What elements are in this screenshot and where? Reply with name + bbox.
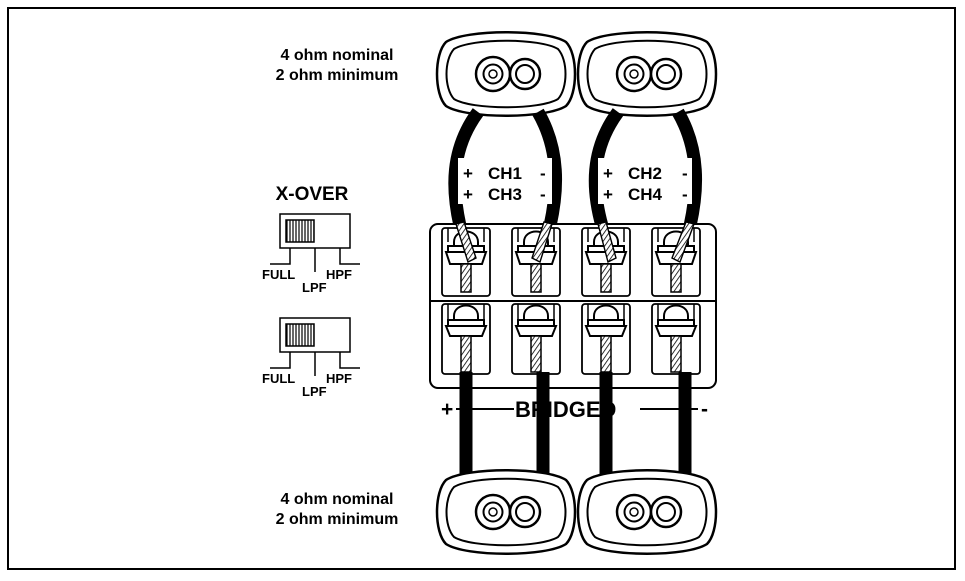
speaker-bottom-right bbox=[576, 469, 718, 555]
speaker-bottom-left bbox=[435, 469, 577, 555]
bridged-label: + BRIDGED - bbox=[441, 397, 708, 422]
cables-top bbox=[448, 108, 702, 228]
switch2-full: FULL bbox=[262, 371, 295, 386]
speaker-top-left bbox=[435, 31, 577, 117]
impedance-labels: 4 ohm nominal 2 ohm minimum 4 ohm nomina… bbox=[276, 47, 399, 528]
speaker-top-right bbox=[576, 31, 718, 117]
xover-switch-1[interactable] bbox=[269, 213, 361, 273]
top-impedance-nominal: 4 ohm nominal bbox=[281, 47, 394, 64]
ch2-plus: + bbox=[603, 164, 613, 183]
top-impedance-minimum: 2 ohm minimum bbox=[276, 67, 399, 84]
wire-ends-top bbox=[455, 221, 695, 264]
ch3-plus: + bbox=[463, 185, 473, 204]
switch2-lpf: LPF bbox=[302, 384, 327, 399]
ch1-minus: - bbox=[540, 164, 546, 183]
switch1-full: FULL bbox=[262, 267, 295, 282]
ch1-label: CH1 bbox=[488, 164, 522, 183]
bridged-plus: + bbox=[441, 398, 453, 421]
bottom-impedance-nominal: 4 ohm nominal bbox=[281, 491, 394, 508]
ch4-plus: + bbox=[603, 185, 613, 204]
channel-labels: + CH1 - + CH3 - + CH2 - + CH4 - bbox=[458, 158, 692, 204]
switch1-lpf: LPF bbox=[302, 280, 327, 295]
bottom-impedance-minimum: 2 ohm minimum bbox=[276, 511, 399, 528]
cables-bottom bbox=[459, 372, 692, 476]
bridged-minus: - bbox=[701, 398, 708, 421]
ch4-label: CH4 bbox=[628, 185, 663, 204]
ch3-minus: - bbox=[540, 185, 546, 204]
bridged-text: BRIDGED bbox=[515, 397, 616, 422]
ch3-label: CH3 bbox=[488, 185, 522, 204]
ch2-minus: - bbox=[682, 164, 688, 183]
terminal-block bbox=[429, 223, 717, 389]
xover-section: X-OVER FULL HPF LPF FULL HPF LPF bbox=[262, 184, 361, 399]
ch2-label: CH2 bbox=[628, 164, 662, 183]
ch4-minus: - bbox=[682, 185, 688, 204]
switch2-hpf: HPF bbox=[326, 371, 352, 386]
xover-title: X-OVER bbox=[276, 184, 349, 205]
xover-switch-2[interactable] bbox=[269, 317, 361, 377]
switch1-hpf: HPF bbox=[326, 267, 352, 282]
ch1-plus: + bbox=[463, 164, 473, 183]
